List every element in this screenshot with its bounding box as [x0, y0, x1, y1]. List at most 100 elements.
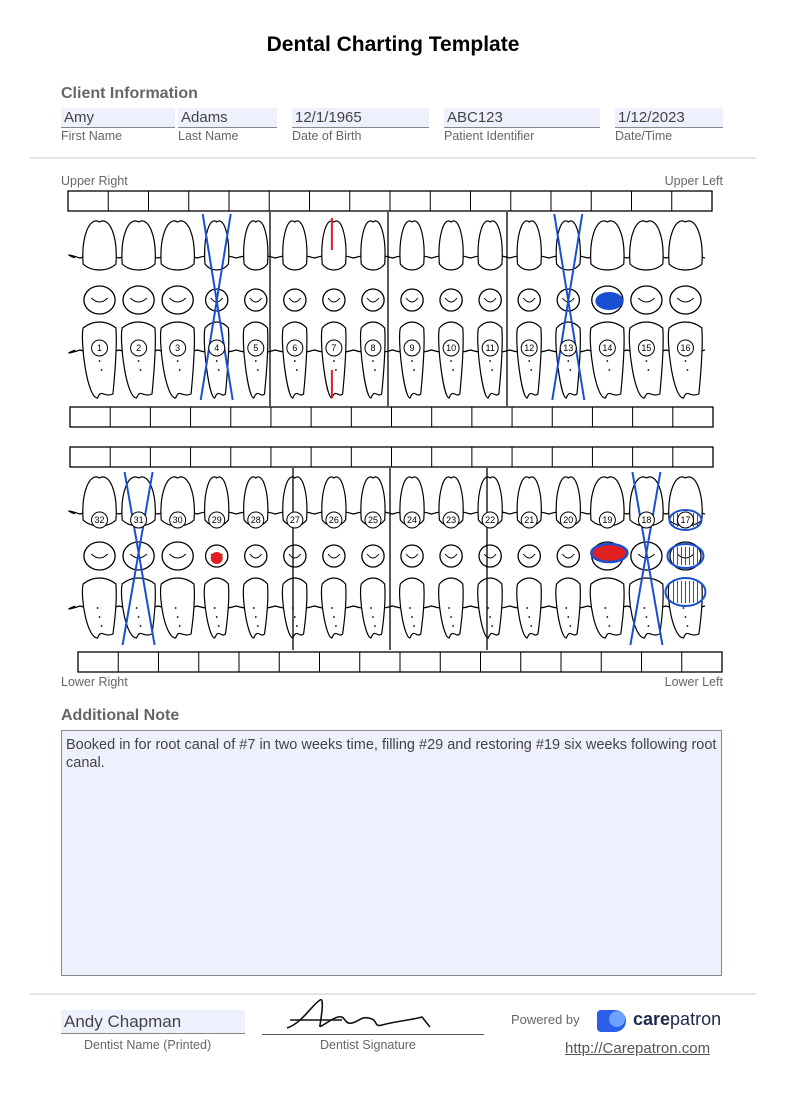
tooth-root-dot: [526, 607, 529, 609]
tooth-side-view: [320, 321, 347, 399]
powered-by-label: Powered by: [511, 1012, 580, 1027]
tooth-side-view: [438, 321, 464, 399]
tooth-number-label: 3: [175, 343, 180, 353]
tooth-occlusal-view: [439, 288, 463, 312]
tooth-crown-view: [121, 220, 156, 271]
treatment-markings: [121, 213, 707, 646]
extraction-mark: [201, 213, 234, 401]
divider: [30, 157, 756, 159]
tooth-occlusal-view: [630, 285, 663, 315]
tooth-side-view: [628, 321, 664, 399]
tooth-root-dot: [372, 616, 374, 618]
tooth-root-dot: [174, 607, 177, 609]
tooth-number-circle: [598, 511, 616, 529]
tooth-occlusal-groove: [288, 297, 302, 303]
tooth-number-label: 17: [680, 515, 690, 525]
tooth-number-label: 21: [524, 515, 534, 525]
tooth-root-dot: [452, 625, 454, 627]
divider: [30, 993, 756, 995]
tooth-occlusal-groove: [90, 553, 109, 559]
first-name-label: First Name: [61, 129, 123, 143]
tooth-root-dot: [176, 360, 179, 362]
additional-note-heading: Additional Note: [61, 707, 180, 724]
tooth-root-dot: [528, 616, 531, 618]
tooth-number-circle: [676, 511, 694, 529]
tooth-root-dot: [411, 616, 413, 618]
tooth-root-dot: [215, 360, 218, 362]
additional-note-textarea[interactable]: Booked in for root canal of #7 in two we…: [61, 730, 722, 976]
tooth-number-circle: [520, 511, 538, 529]
carepatron-logo-icon: [597, 1010, 626, 1032]
tooth-side-view: [399, 321, 425, 399]
tooth-occlusal-view: [322, 544, 346, 568]
tooth-number-label: 1: [97, 343, 102, 353]
tooth-occlusal-groove: [522, 297, 536, 303]
tooth-occlusal-view: [283, 544, 307, 568]
upper-bottom-boxes: [69, 406, 714, 428]
tooth-number-circle: [169, 339, 187, 357]
tooth-occlusal-view: [322, 288, 346, 312]
tooth-occlusal-groove: [405, 553, 419, 559]
tooth-number-circle: [676, 339, 694, 357]
tooth-number-circle: [481, 511, 499, 529]
tooth-occlusal-view: [517, 544, 542, 568]
tooth-root-dot: [686, 625, 689, 627]
tooth-occlusal-groove: [288, 553, 302, 559]
tooth-side-view: [589, 321, 625, 399]
tooth-number-label: 11: [485, 343, 494, 353]
tooth-root-dot: [331, 607, 333, 609]
tooth-occlusal-groove: [327, 297, 341, 303]
tooth-number-label: 5: [253, 343, 258, 353]
tooth-root-dot: [370, 607, 372, 609]
tooth-root-dot: [487, 607, 490, 609]
tooth-root-dot: [647, 625, 650, 627]
dentist-name-field[interactable]: Andy Chapman: [61, 1010, 245, 1034]
tooth-side-view: [555, 577, 581, 639]
tooth-root-dot: [645, 360, 648, 362]
tooth-root-dot: [684, 360, 687, 362]
dob-field[interactable]: 12/1/1965: [292, 108, 429, 128]
tooth-root-dot: [372, 360, 374, 362]
tooth-number-circle: [247, 339, 265, 357]
tooth-occlusal-view: [478, 544, 502, 568]
tooth-root-dot: [530, 625, 533, 627]
tooth-root-dot: [335, 369, 337, 371]
carepatron-link[interactable]: http://Carepatron.com: [565, 1040, 711, 1057]
tooth-occlusal-groove: [483, 297, 497, 303]
tooth-occlusal-groove: [637, 297, 655, 303]
tooth-number-circle: [481, 339, 499, 357]
last-name-field[interactable]: Adams: [178, 108, 277, 128]
tooth-side-view: [399, 577, 425, 639]
tooth-root-dot: [645, 616, 648, 618]
tooth-occlusal-view: [517, 288, 542, 312]
tooth-crown-view: [360, 220, 386, 271]
crown-mark: [668, 509, 703, 531]
tooth-side-view: [516, 321, 542, 399]
tooth-crown-view: [243, 220, 269, 271]
page-title: Dental Charting Template: [266, 33, 520, 56]
extraction-mark: [551, 213, 584, 401]
tooth-number-label: 13: [563, 343, 573, 353]
tooth-root-dot: [567, 360, 570, 362]
tooth-number-label: 25: [368, 515, 378, 525]
tooth-root-dot: [489, 616, 492, 618]
dentist-name-label: Dentist Name (Printed): [84, 1038, 212, 1052]
tooth-root-dot: [98, 360, 101, 362]
filling-mark: [595, 292, 624, 310]
tooth-occlusal-groove: [405, 297, 419, 303]
first-name-field[interactable]: Amy: [61, 108, 175, 128]
tooth-side-view: [320, 577, 347, 639]
tooth-number-circle: [559, 339, 577, 357]
dentist-signature: [286, 998, 431, 1029]
extraction-mark: [553, 213, 586, 401]
tooth-root-dot: [333, 616, 335, 618]
tooth-number-circle: [442, 511, 460, 529]
patient-id-field[interactable]: ABC123: [444, 108, 600, 128]
tooth-root-dot: [178, 369, 181, 371]
tooth-occlusal-groove: [676, 297, 695, 303]
tooth-number-label: 2: [136, 343, 141, 353]
tooth-occlusal-groove: [444, 297, 458, 303]
tooth-root-dot: [647, 369, 650, 371]
date-field[interactable]: 1/12/2023: [615, 108, 723, 128]
tooth-side-view: [281, 577, 308, 639]
